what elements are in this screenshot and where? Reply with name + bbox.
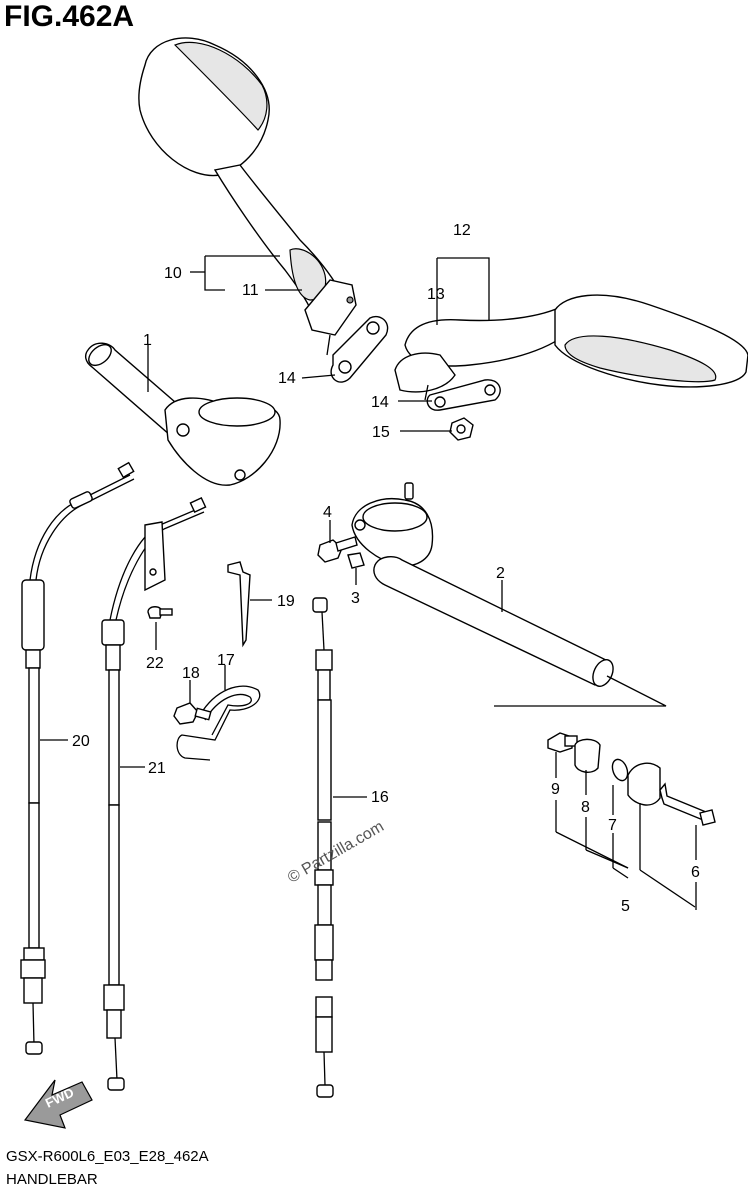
cable-clip xyxy=(176,685,261,761)
callout-21: 21 xyxy=(148,760,166,777)
callout-14a: 14 xyxy=(278,370,296,387)
callout-1: 1 xyxy=(143,332,152,349)
fwd-arrow-icon: FWD xyxy=(23,1079,93,1129)
left-mirror xyxy=(138,37,357,356)
callout-9: 9 xyxy=(551,781,560,798)
clip-bolt xyxy=(173,702,212,725)
callout-18: 18 xyxy=(182,665,200,682)
clutch-cable xyxy=(312,597,334,1098)
section-name: HANDLEBAR xyxy=(6,1171,98,1188)
pin xyxy=(227,561,251,648)
left-handlebar xyxy=(84,342,281,486)
balancer-assembly xyxy=(494,675,716,826)
callout-7: 7 xyxy=(608,817,617,834)
callout-19: 19 xyxy=(277,593,295,610)
clamp-bolt xyxy=(317,536,358,563)
callout-numbers: 1 2 3 4 5 6 7 8 9 10 11 12 13 14 14 15 1… xyxy=(72,222,700,915)
nut xyxy=(449,417,474,441)
model-code: GSX-R600L6_E03_E28_462A xyxy=(6,1148,209,1165)
callout-2: 2 xyxy=(496,565,505,582)
callout-13: 13 xyxy=(427,286,445,303)
throttle-cable-return xyxy=(101,497,207,1091)
figure-title: FIG.462A xyxy=(4,0,135,33)
mirror-plate-upper xyxy=(330,316,389,383)
washer xyxy=(347,552,365,569)
callout-20: 20 xyxy=(72,733,90,750)
callout-8: 8 xyxy=(581,799,590,816)
right-handlebar xyxy=(351,482,614,687)
callout-15: 15 xyxy=(372,424,390,441)
leader-bracket-5 xyxy=(555,800,697,910)
callout-14b: 14 xyxy=(371,394,389,411)
callout-17: 17 xyxy=(217,652,235,669)
callout-22: 22 xyxy=(146,655,164,672)
callout-4: 4 xyxy=(323,504,332,521)
callout-3: 3 xyxy=(351,590,360,607)
callout-12: 12 xyxy=(453,222,471,239)
right-mirror xyxy=(394,294,748,401)
callout-10: 10 xyxy=(164,265,182,282)
screw xyxy=(147,606,173,619)
throttle-cable-pull xyxy=(20,461,135,1055)
callout-leaders xyxy=(40,255,697,860)
callout-16: 16 xyxy=(371,789,389,806)
callout-6: 6 xyxy=(691,864,700,881)
callout-5: 5 xyxy=(621,898,630,915)
callout-11: 11 xyxy=(242,282,259,299)
